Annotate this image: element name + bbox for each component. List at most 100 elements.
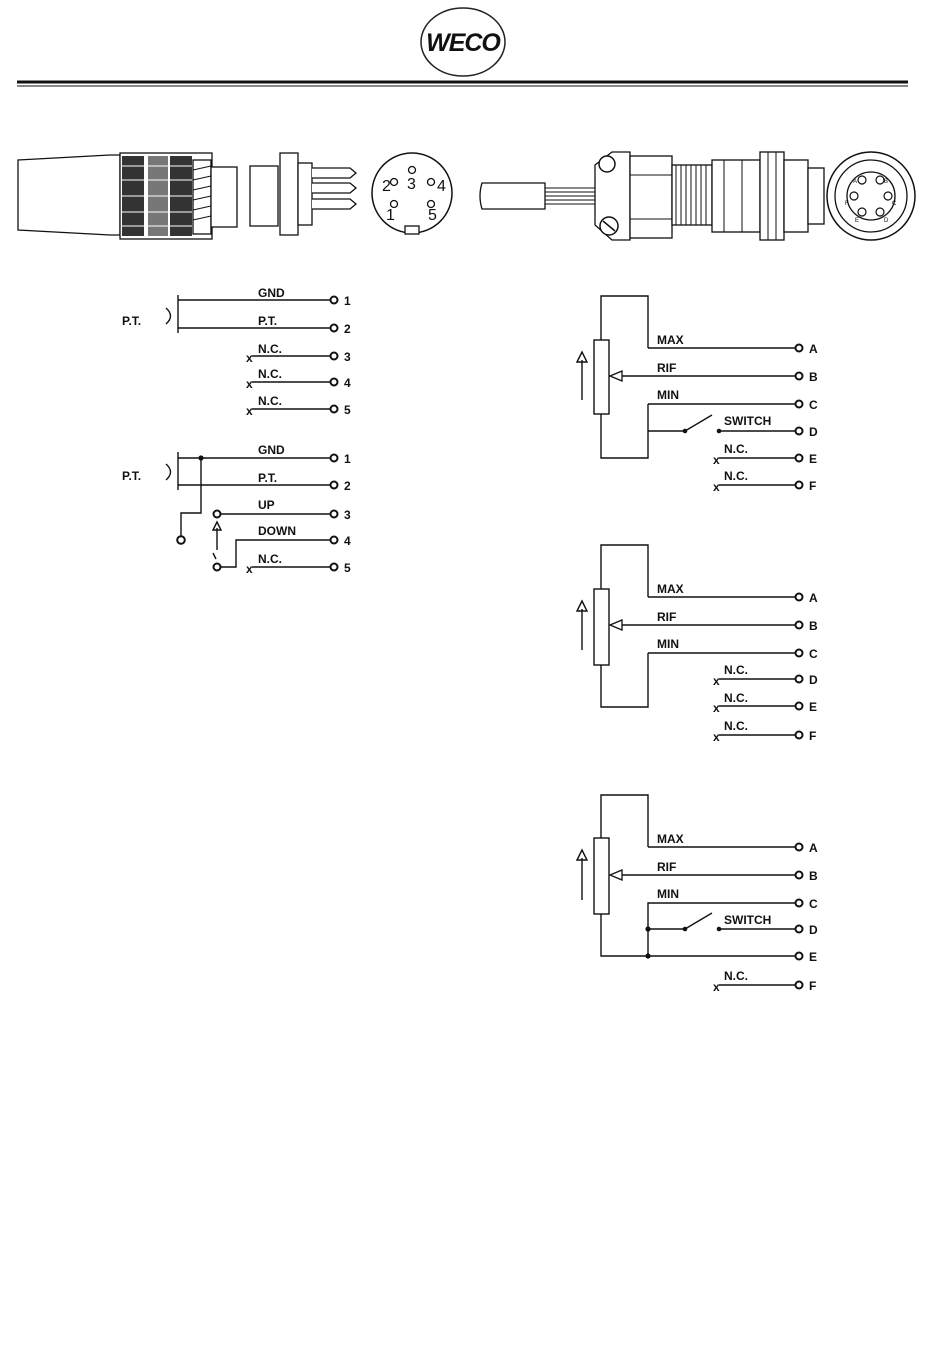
line-label: N.C. (724, 691, 748, 705)
pin-letter: D (809, 425, 818, 439)
terminal (331, 379, 338, 386)
terminal (331, 564, 338, 571)
nc-marker: x (713, 701, 720, 715)
pin-label-4: 4 (437, 178, 446, 195)
potentiometer (594, 838, 609, 914)
weco-logo: WECO (421, 8, 505, 76)
line-label: RIF (657, 610, 676, 624)
line-label: N.C. (258, 367, 282, 381)
potentiometer (594, 589, 609, 665)
terminal (331, 455, 338, 462)
cable-side-view (480, 183, 595, 209)
switch-contact-up (214, 511, 221, 518)
line-label: N.C. (724, 469, 748, 483)
socket-6pin-side-view (595, 152, 824, 240)
connector-6pin-face: A B C D E F (827, 152, 915, 240)
pin-number: 2 (344, 322, 351, 336)
switch-contact-down (214, 564, 221, 571)
line-label: RIF (657, 860, 676, 874)
pin-letter: A (809, 342, 818, 356)
face-letter-f: F (845, 201, 849, 207)
nc-marker: x (713, 674, 720, 688)
pin-letter: A (809, 591, 818, 605)
pin-number: 1 (344, 294, 351, 308)
face-letter-d: D (884, 218, 889, 224)
line-label: SWITCH (724, 414, 771, 428)
line-label: MAX (657, 333, 684, 347)
pin-insert-side-view (250, 153, 356, 235)
pin-letter: C (809, 647, 818, 661)
line-label: N.C. (724, 442, 748, 456)
line-label: MAX (657, 832, 684, 846)
nc-marker: x (713, 730, 720, 744)
pin-label-2: 2 (382, 178, 391, 195)
line-label: N.C. (258, 394, 282, 408)
terminal (796, 703, 803, 710)
terminal (796, 650, 803, 657)
common-terminal (177, 536, 185, 544)
pin-letter: E (809, 950, 817, 964)
pin-letter: E (809, 700, 817, 714)
logo-text: WECO (426, 29, 501, 57)
line-label: UP (258, 498, 275, 512)
line-label: N.C. (724, 719, 748, 733)
wiring-diagram-4: MAX RIF MIN N.C. N.C. N.C. x x x A B C D… (577, 545, 818, 744)
terminal (331, 297, 338, 304)
pin-number: 1 (344, 452, 351, 466)
terminal (796, 401, 803, 408)
pin-number: 5 (344, 561, 351, 575)
pin-number: 4 (344, 534, 351, 548)
wiring-diagram-5: MAX RIF MIN SWITCH N.C. x A B C D E F (577, 795, 818, 994)
pin-number: 5 (344, 403, 351, 417)
terminal (331, 325, 338, 332)
nc-marker: x (246, 377, 253, 391)
terminal (796, 482, 803, 489)
pin-letter: F (809, 479, 816, 493)
terminal (796, 732, 803, 739)
connector-illustrations: 2 3 4 1 5 (18, 152, 915, 240)
terminal (796, 982, 803, 989)
terminal (796, 373, 803, 380)
pin-letter: B (809, 370, 818, 384)
terminal (796, 953, 803, 960)
pin-letter: D (809, 923, 818, 937)
terminal (796, 844, 803, 851)
terminal (331, 511, 338, 518)
connector-5pin-face: 2 3 4 1 5 (372, 153, 452, 234)
pin-letter: E (809, 452, 817, 466)
pin-number: 4 (344, 376, 351, 390)
pin-letter: D (809, 673, 818, 687)
pin-label-5: 5 (428, 207, 437, 224)
line-label: SWITCH (724, 913, 771, 927)
nc-marker: x (246, 351, 253, 365)
terminal (796, 428, 803, 435)
terminal (796, 455, 803, 462)
plug-5pin-side-view (18, 153, 237, 239)
line-label: GND (258, 286, 285, 300)
nc-marker: x (713, 453, 720, 467)
terminal (796, 594, 803, 601)
pin-label-3: 3 (407, 176, 416, 193)
line-label: MIN (657, 388, 679, 402)
line-label: P.T. (258, 471, 277, 485)
wiring-diagram-1: P.T. GND P.T. N.C. N.C. N.C. x x x 1 2 3… (122, 286, 351, 418)
side-label: P.T. (122, 314, 141, 328)
line-label: MAX (657, 582, 684, 596)
face-letter-c: C (892, 201, 897, 207)
pin-letter: C (809, 897, 818, 911)
pin-letter: C (809, 398, 818, 412)
pin-letter: F (809, 729, 816, 743)
line-label: MIN (657, 887, 679, 901)
line-label: N.C. (258, 342, 282, 356)
terminal (796, 345, 803, 352)
wiring-diagram-2: P.T. GND P.T. UP DOWN N.C. x 1 2 3 4 5 (122, 443, 351, 576)
terminal (331, 537, 338, 544)
line-label: DOWN (258, 524, 296, 538)
terminal (331, 353, 338, 360)
side-label: P.T. (122, 469, 141, 483)
terminal (796, 622, 803, 629)
pin-letter: B (809, 619, 818, 633)
line-label: N.C. (258, 552, 282, 566)
terminal (331, 482, 338, 489)
line-label: RIF (657, 361, 676, 375)
